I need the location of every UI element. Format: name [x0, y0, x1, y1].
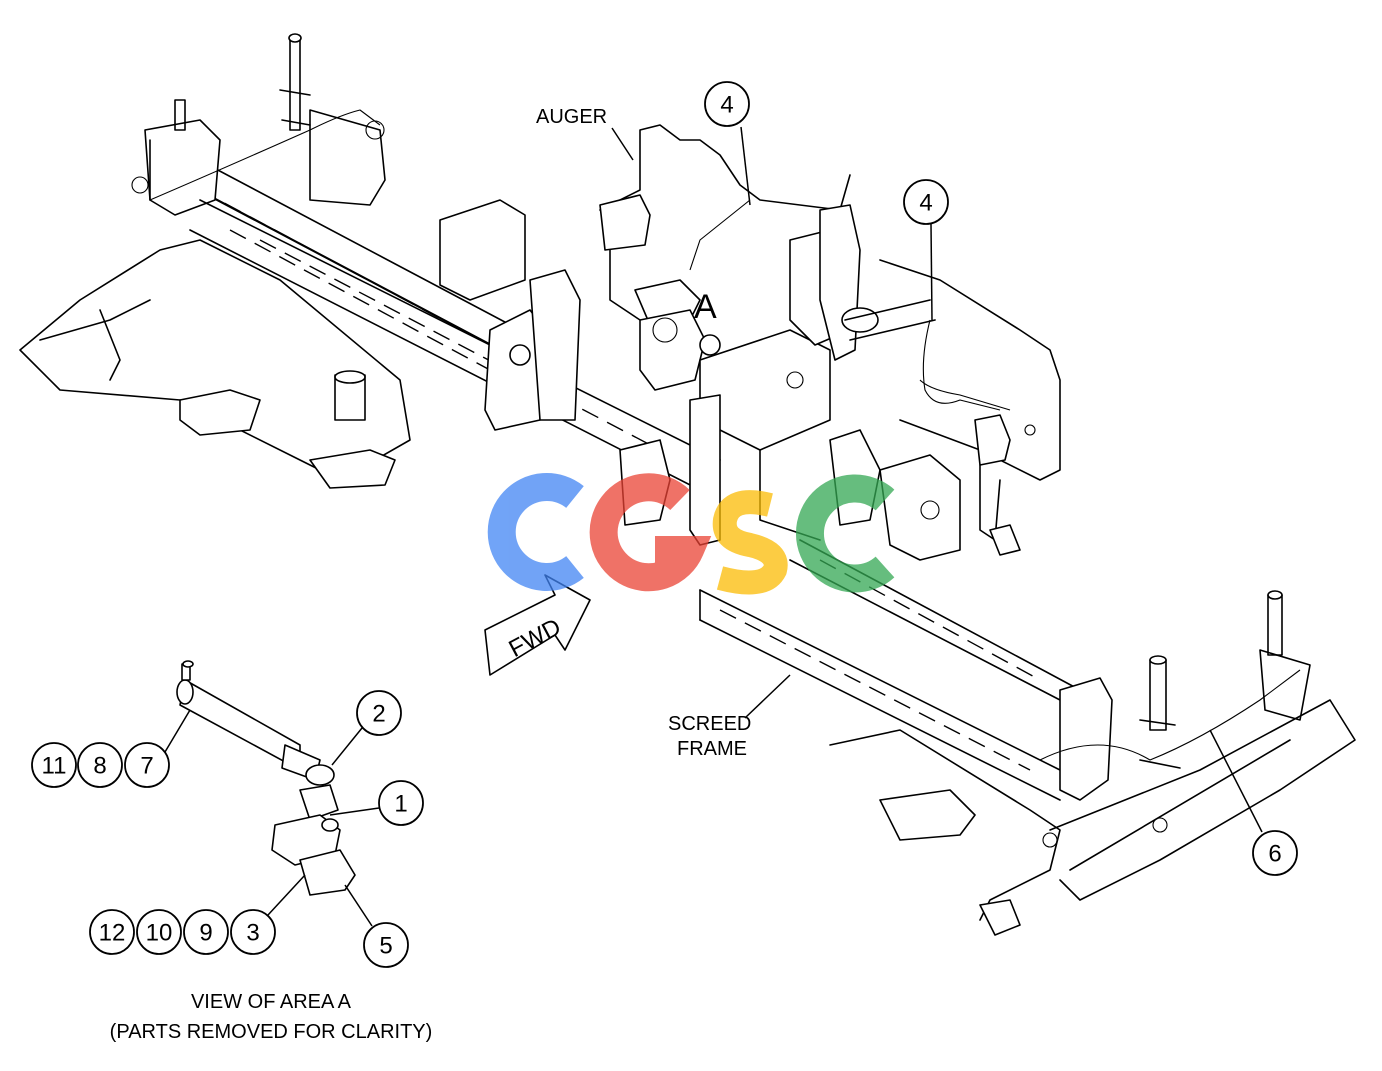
screed-leader: [744, 674, 791, 719]
callout-1-leader: [329, 807, 380, 816]
svg-text:2: 2: [372, 701, 385, 728]
callout-4b-leader: [930, 223, 933, 321]
svg-text:6: 6: [1268, 841, 1281, 868]
callout-12: 12: [89, 909, 135, 955]
cgsc-watermark-logo: [487, 473, 895, 595]
area-a-marker: A: [694, 288, 717, 326]
callout-11: 11: [31, 742, 77, 788]
callout-5-leader: [344, 884, 373, 927]
svg-text:9: 9: [199, 920, 212, 947]
callout-4a-leader: [740, 126, 751, 206]
svg-text:7: 7: [140, 753, 153, 780]
svg-text:4: 4: [919, 190, 932, 217]
svg-text:4: 4: [720, 92, 733, 119]
svg-text:5: 5: [379, 933, 392, 960]
svg-text:10: 10: [146, 920, 173, 947]
callout-4a: 4: [704, 81, 750, 127]
area-a-detail-drawing: [176, 660, 356, 896]
svg-text:12: 12: [99, 920, 126, 947]
callout-6-leader: [1209, 729, 1263, 833]
callout-6: 6: [1252, 830, 1298, 876]
auger-leader: [611, 127, 634, 161]
auger-label: AUGER: [536, 106, 607, 128]
callout-7: 7: [124, 742, 170, 788]
callout-10: 10: [136, 909, 182, 955]
callout-2: 2: [356, 690, 402, 736]
callout-3: 3: [230, 909, 276, 955]
svg-text:8: 8: [93, 753, 106, 780]
svg-text:3: 3: [246, 920, 259, 947]
callout-2-leader: [331, 727, 363, 766]
callout-5: 5: [363, 922, 409, 968]
screed-label-line1: SCREED: [668, 713, 751, 735]
view-title: VIEW OF AREA A: [191, 991, 352, 1013]
view-subtitle: (PARTS REMOVED FOR CLARITY): [110, 1021, 433, 1043]
svg-text:1: 1: [394, 791, 407, 818]
callout-8: 8: [77, 742, 123, 788]
callout-9: 9: [183, 909, 229, 955]
svg-text:11: 11: [42, 753, 67, 780]
screed-frame-drawing: [19, 33, 1356, 936]
callout-3-leader: [267, 874, 306, 916]
callout-1: 1: [378, 780, 424, 826]
screed-label-line2: FRAME: [677, 738, 747, 760]
callout-4b: 4: [903, 179, 949, 225]
callout-7-leader: [164, 709, 191, 753]
